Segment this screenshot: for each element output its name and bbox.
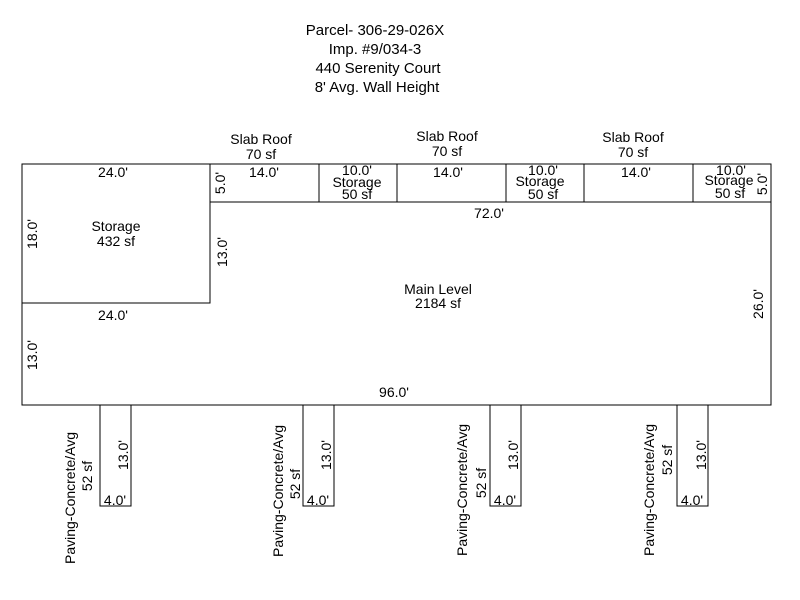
paving-area: 52 sf bbox=[659, 445, 675, 475]
main-level-right-dim: 26.0' bbox=[750, 289, 766, 319]
paving-width-dim: 4.0' bbox=[494, 492, 516, 508]
building-outlines bbox=[21, 163, 772, 507]
paving-length-dim: 13.0' bbox=[318, 440, 334, 470]
paving-area: 52 sf bbox=[79, 461, 95, 491]
main-level-left-inner-dim: 13.0' bbox=[214, 237, 230, 267]
main-level-area: 2184 sf bbox=[415, 295, 461, 311]
main-level-name: Main Level bbox=[404, 281, 472, 297]
small-storage-name: Storage bbox=[515, 173, 564, 189]
wall-height: 8' Avg. Wall Height bbox=[315, 79, 440, 96]
small-storage-width-dim: 10.0' bbox=[528, 162, 558, 178]
small-storage-2: 10.0' Storage 50 sf bbox=[515, 162, 564, 202]
slab-roof-2: Slab Roof 70 sf 14.0' bbox=[416, 128, 478, 180]
slab-roof-width-dim: 14.0' bbox=[249, 164, 279, 180]
improvement-number: Imp. #9/034-3 bbox=[329, 41, 422, 58]
small-storage-area: 50 sf bbox=[715, 185, 745, 201]
storage-main-bottom-dim: 24.0' bbox=[98, 307, 128, 323]
slab-roof-area: 70 sf bbox=[432, 143, 462, 159]
main-level-bottom-dim: 96.0' bbox=[379, 384, 409, 400]
small-storage-name: Storage bbox=[704, 172, 753, 188]
paving-3-outline bbox=[489, 404, 522, 507]
small-storage-depth-dim: 5.0' bbox=[754, 173, 770, 195]
storage-main-name: Storage bbox=[91, 218, 140, 234]
storage-main-outline bbox=[21, 163, 211, 304]
slab-roof-3: Slab Roof 70 sf 14.0' bbox=[602, 129, 664, 180]
small-storage-name: Storage bbox=[332, 174, 381, 190]
paving-area: 52 sf bbox=[473, 468, 489, 498]
small-storage-width-dim: 10.0' bbox=[716, 162, 746, 178]
main-level: Main Level 2184 sf 72.0' 96.0' 26.0' 13.… bbox=[24, 205, 766, 400]
paving-length-dim: 13.0' bbox=[115, 440, 131, 470]
small-storage-area: 50 sf bbox=[342, 186, 372, 202]
slab-roof-area: 70 sf bbox=[246, 146, 276, 162]
slab-roof-name: Slab Roof bbox=[416, 128, 478, 144]
slab-roof-width-dim: 14.0' bbox=[621, 164, 651, 180]
small-storage-width-dim: 10.0' bbox=[342, 162, 372, 178]
paving-1-outline bbox=[99, 404, 132, 507]
main-level-top-dim: 72.0' bbox=[474, 205, 504, 221]
paving-length-dim: 13.0' bbox=[693, 440, 709, 470]
slab-roof-name: Slab Roof bbox=[602, 129, 664, 145]
storage-main-area: 432 sf bbox=[97, 233, 135, 249]
storage-main: Storage 432 sf 24.0' 24.0' 18.0' bbox=[24, 164, 141, 323]
small-storage-3-outline bbox=[692, 163, 772, 203]
slab-roof-depth-dim: 5.0' bbox=[212, 172, 228, 194]
main-level-left-outer-dim: 13.0' bbox=[24, 340, 40, 370]
parcel-number: Parcel- 306-29-026X bbox=[306, 22, 444, 39]
paving-3: Paving-Concrete/Avg 52 sf 13.0' 4.0' bbox=[454, 424, 521, 556]
storage-main-left-dim: 18.0' bbox=[24, 219, 40, 249]
storage-main-top-dim: 24.0' bbox=[98, 164, 128, 180]
paving-4-outline bbox=[676, 404, 709, 507]
paving-name: Paving-Concrete/Avg bbox=[454, 424, 470, 556]
slab-roof-1: Slab Roof 70 sf 14.0' 5.0' bbox=[212, 131, 292, 194]
paving-name: Paving-Concrete/Avg bbox=[270, 425, 286, 557]
paving-2-outline bbox=[302, 404, 335, 507]
paving-name: Paving-Concrete/Avg bbox=[641, 424, 657, 556]
small-storage-3: 10.0' Storage 50 sf 5.0' bbox=[704, 162, 770, 201]
sketch-header: Parcel- 306-29-026X Imp. #9/034-3 440 Se… bbox=[306, 22, 444, 96]
slab-roof-name: Slab Roof bbox=[230, 131, 292, 147]
paving-1: Paving-Concrete/Avg 52 sf 13.0' 4.0' bbox=[62, 432, 131, 564]
paving-4: Paving-Concrete/Avg 52 sf 13.0' 4.0' bbox=[641, 424, 709, 556]
paving-area: 52 sf bbox=[287, 469, 303, 499]
paving-width-dim: 4.0' bbox=[681, 492, 703, 508]
property-address: 440 Serenity Court bbox=[315, 60, 441, 77]
paving-2: Paving-Concrete/Avg 52 sf 13.0' 4.0' bbox=[270, 425, 334, 557]
paving-length-dim: 13.0' bbox=[505, 440, 521, 470]
paving-name: Paving-Concrete/Avg bbox=[62, 432, 78, 564]
slab-roof-width-dim: 14.0' bbox=[433, 164, 463, 180]
paving-width-dim: 4.0' bbox=[104, 492, 126, 508]
small-storage-area: 50 sf bbox=[528, 186, 558, 202]
slab-roof-area: 70 sf bbox=[618, 144, 648, 160]
small-storage-1: 10.0' Storage 50 sf bbox=[332, 162, 381, 202]
paving-width-dim: 4.0' bbox=[307, 492, 329, 508]
